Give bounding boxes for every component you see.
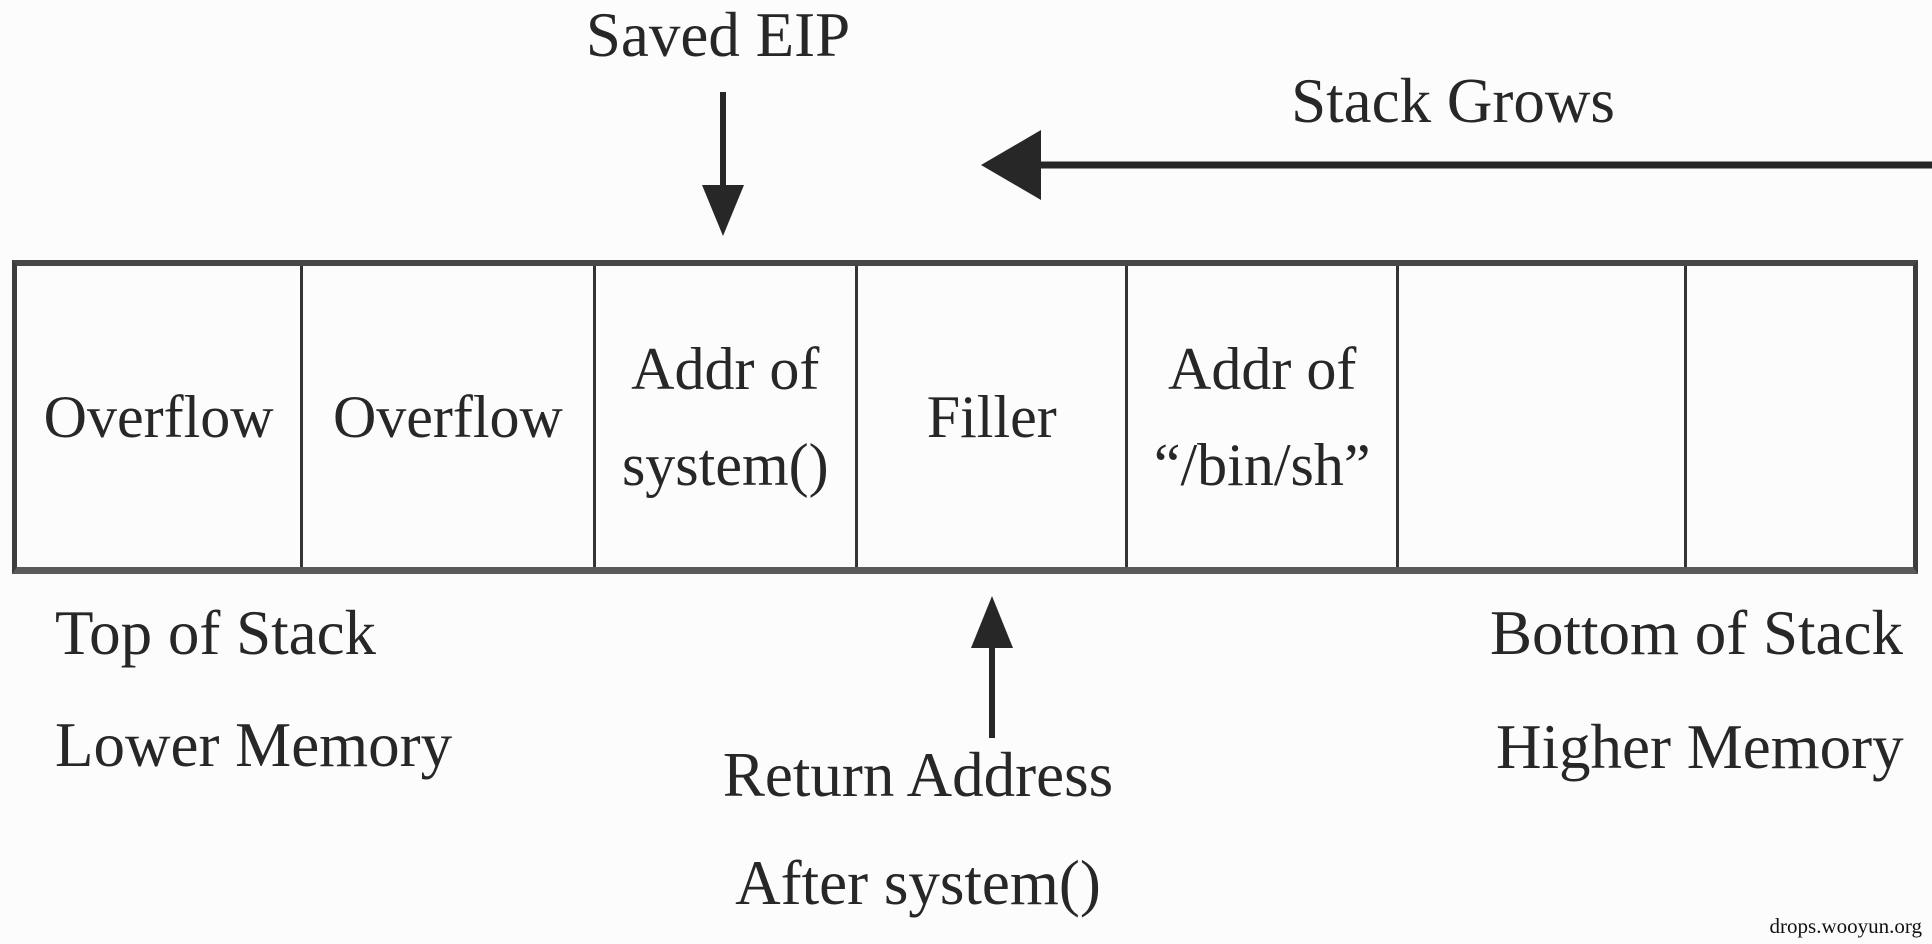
stack-cell-addr-of-system: Addr of system() (596, 266, 859, 567)
stack-cell-empty-1 (1399, 266, 1688, 567)
stack-cell-overflow-2: Overflow (303, 266, 596, 567)
stack-cell-label: Addr of “/bin/sh” (1153, 335, 1371, 498)
stack-memory-table: Overflow Overflow Addr of system() Fille… (12, 260, 1918, 574)
stack-grows-arrow-left-icon (981, 130, 1932, 200)
higher-memory-label: Higher Memory (1496, 712, 1904, 782)
stack-cell-addr-of-binsh: Addr of “/bin/sh” (1128, 266, 1399, 567)
top-of-stack-label: Top of Stack (55, 598, 377, 668)
return-address-label-line2: After system() (735, 848, 1101, 918)
stack-cell-label: Addr of system() (621, 335, 829, 498)
stack-cell-label: Filler (926, 383, 1057, 450)
stack-cell-label: Overflow (43, 383, 274, 450)
stack-cell-filler: Filler (858, 266, 1129, 567)
stack-cell-overflow-1: Overflow (17, 266, 304, 567)
bottom-of-stack-label: Bottom of Stack (1490, 598, 1903, 668)
lower-memory-label: Lower Memory (55, 710, 453, 780)
saved-eip-label: Saved EIP (585, 0, 851, 70)
return-address-arrow-up-icon (971, 596, 1013, 738)
return-address-label-line1: Return Address (722, 740, 1114, 810)
stack-cell-empty-2 (1687, 266, 1913, 567)
stack-cell-label: Overflow (332, 383, 563, 450)
saved-eip-arrow-down-icon (702, 92, 744, 236)
watermark-text: drops.wooyun.org (1769, 914, 1922, 938)
stack-grows-label: Stack Grows (1291, 66, 1615, 136)
